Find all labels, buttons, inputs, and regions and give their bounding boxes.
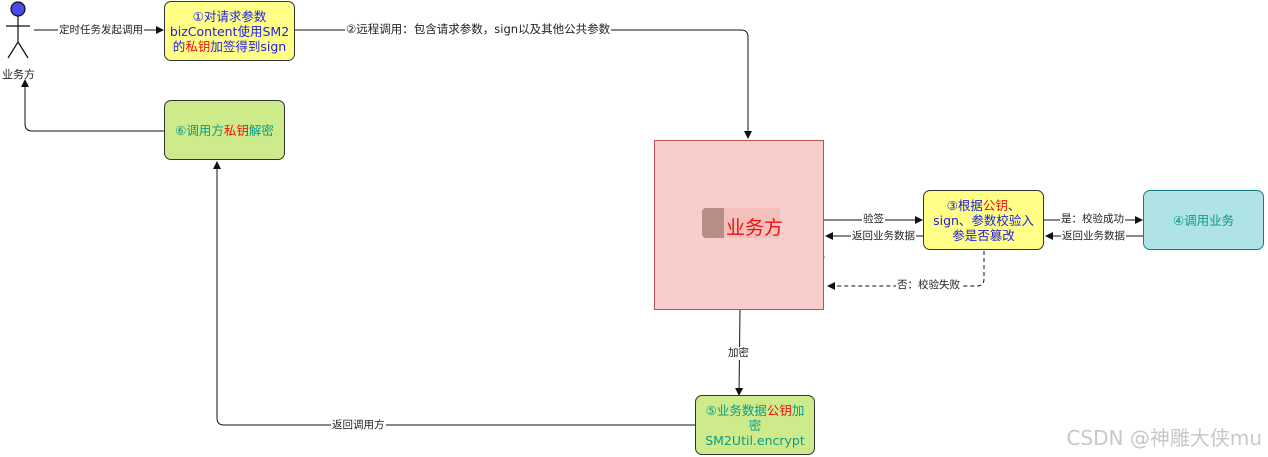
edge-remote-call bbox=[295, 29, 752, 139]
edge-label-return-caller: 返回调用方 bbox=[331, 419, 386, 432]
actor-icon[interactable] bbox=[6, 1, 30, 59]
node-encrypt-data-line2: 密 bbox=[748, 417, 762, 433]
node-sign-request-private-key: 私钥 bbox=[185, 38, 211, 54]
edge-return-caller bbox=[213, 161, 695, 426]
center-label-pill bbox=[702, 208, 726, 238]
watermark: CSDN @神雕大侠mu bbox=[1066, 426, 1262, 450]
node-encrypt-data-c: 加 bbox=[791, 402, 805, 418]
node-sign-request-de: 的 bbox=[172, 38, 186, 54]
node-encrypt-data-line1: ⑤业务数据公钥加 bbox=[705, 403, 805, 418]
node-verify-line1: ③根据公钥、 bbox=[933, 198, 1034, 213]
node-verify-public-key: 公钥 bbox=[982, 197, 1008, 213]
edge-no-verify-fail bbox=[827, 251, 985, 290]
center-label-bg bbox=[702, 208, 780, 238]
edge-label-timer-trigger: 定时任务发起调用 bbox=[58, 24, 144, 37]
node-decrypt-private-key: 私钥 bbox=[223, 122, 249, 138]
node-verify[interactable]: ③根据公钥、 sign、参数校验入 参是否篡改 bbox=[923, 190, 1044, 250]
node-decrypt-text: ⑥调用方私钥解密 bbox=[175, 123, 274, 138]
node-sign-request-line1: ①对请求参数 bbox=[192, 8, 267, 24]
node-invoke-business-label: ④调用业务 bbox=[1172, 212, 1235, 228]
node-sign-request-line2: bizContent使用SM2 bbox=[169, 23, 290, 39]
edge-decrypt-return bbox=[21, 79, 164, 132]
node-verify-line2: sign、参数校验入 bbox=[933, 212, 1034, 228]
node-sign-request[interactable]: ①对请求参数 bizContent使用SM2 的私钥加签得到sign bbox=[164, 1, 295, 61]
edge-label-yes-verify-ok: 是：校验成功 bbox=[1060, 213, 1125, 226]
node-encrypt-data-line3: SM2Util.encrypt bbox=[705, 432, 805, 448]
node-verify-line3: 参是否篡改 bbox=[952, 227, 1015, 243]
node-encrypt-data[interactable]: ⑤业务数据公钥加 密 SM2Util.encrypt bbox=[695, 395, 815, 455]
node-decrypt-a: ⑥调用方 bbox=[175, 122, 224, 138]
actor-label: 业务方 bbox=[2, 68, 35, 81]
node-verify-line1-a: ③根据 bbox=[946, 197, 983, 213]
edge-label-encrypt: 加密 bbox=[727, 347, 750, 360]
node-verify-line1-c: 、 bbox=[1007, 197, 1021, 213]
edge-label-verify-sign: 验签 bbox=[862, 213, 885, 226]
node-sign-request-line3: 的私钥加签得到sign bbox=[170, 39, 289, 54]
node-business-party-label: 业务方 bbox=[726, 217, 784, 239]
center-label-pill2 bbox=[724, 208, 780, 238]
edge-label-no-verify-fail: 否：校验失败 bbox=[896, 279, 961, 292]
node-decrypt[interactable]: ⑥调用方私钥解密 bbox=[164, 100, 285, 160]
node-decrypt-c: 解密 bbox=[248, 122, 274, 138]
edge-label-return-data-step4: 返回业务数据 bbox=[1061, 230, 1126, 243]
node-encrypt-data-a: ⑤业务数据 bbox=[705, 402, 767, 418]
node-invoke-business[interactable]: ④调用业务 bbox=[1143, 190, 1264, 250]
edge-label-remote-call: ②远程调用：包含请求参数，sign以及其他公共参数 bbox=[345, 22, 612, 36]
node-encrypt-data-public-key: 公钥 bbox=[766, 402, 792, 418]
edge-label-return-data-center: 返回业务数据 bbox=[851, 230, 916, 243]
node-sign-request-tail: 加签得到sign bbox=[210, 38, 287, 54]
